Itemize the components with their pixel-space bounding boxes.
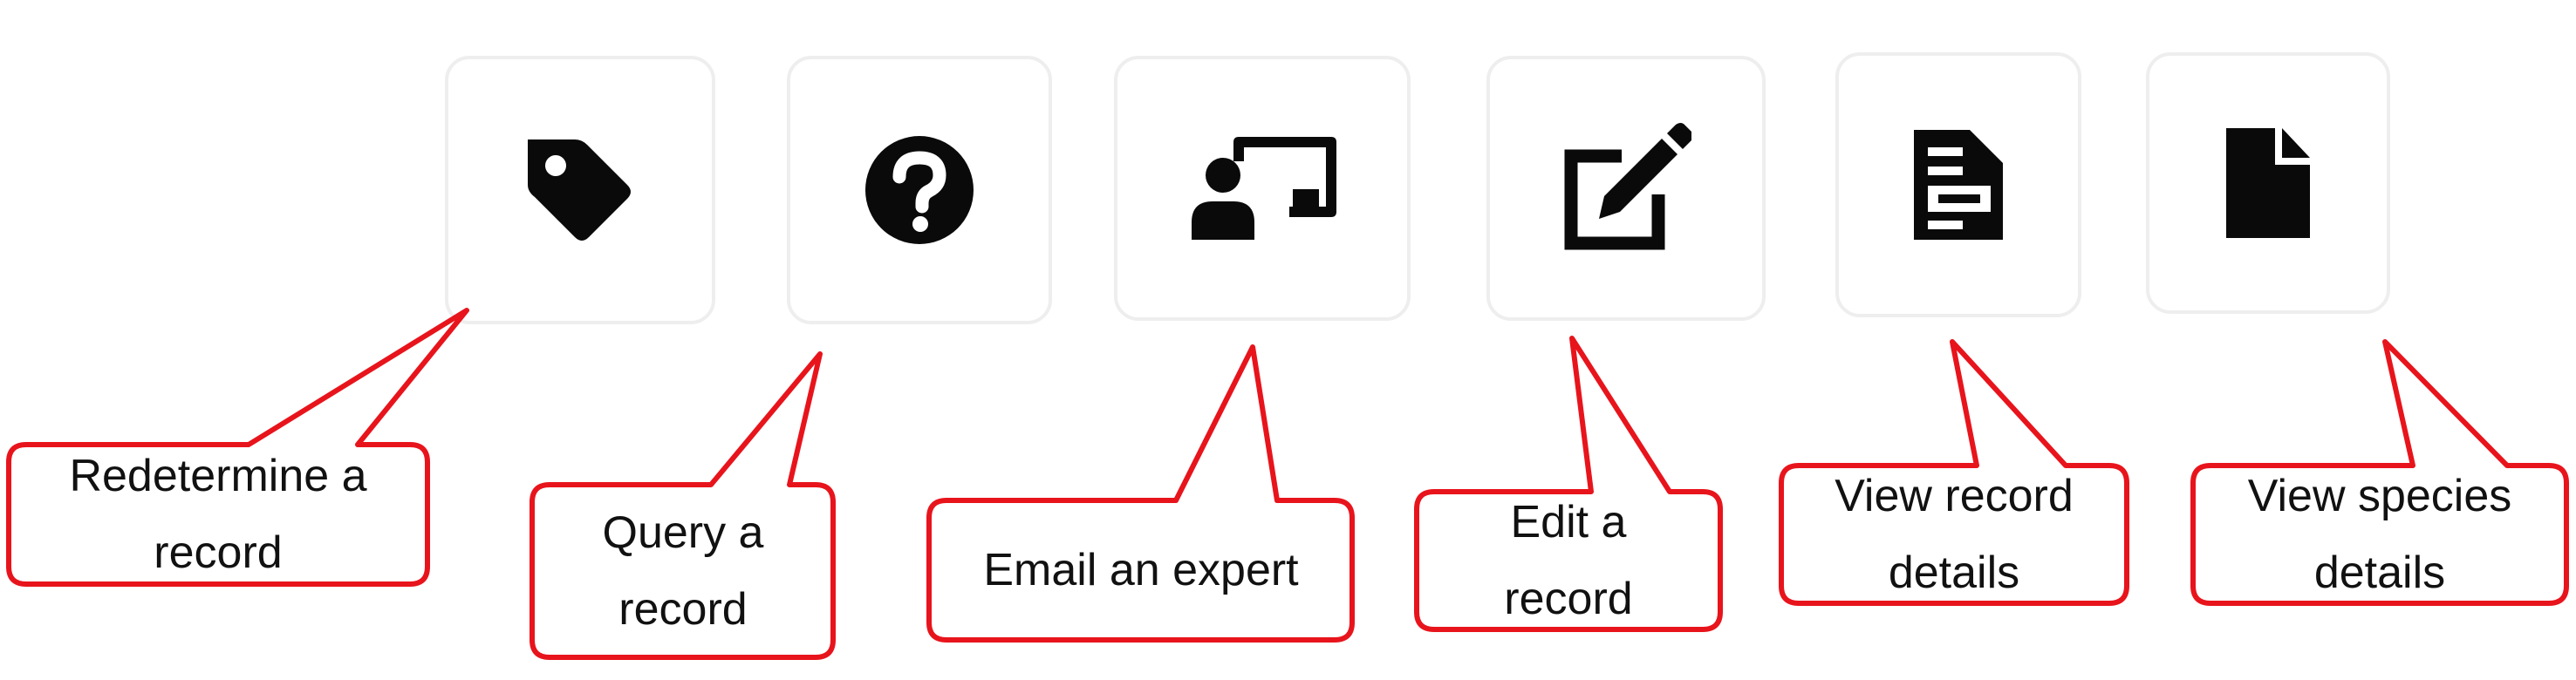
view-species-details-button[interactable] (2146, 52, 2390, 314)
edit-record-button[interactable] (1486, 56, 1766, 321)
email-expert-button[interactable] (1114, 56, 1411, 321)
tag-icon (528, 139, 631, 241)
edit-square-icon (1564, 123, 1691, 250)
callout-label-redetermine: Redetermine a record (69, 450, 367, 578)
view-record-details-button[interactable] (1835, 52, 2081, 317)
chalkboard-user-icon (1192, 137, 1336, 240)
callout-label-view-record: View record details (1835, 470, 2074, 598)
callout-label-email-expert: Email an expert (983, 544, 1299, 595)
question-circle-icon (865, 136, 974, 244)
record-document-icon (1914, 130, 2003, 240)
callout-label-edit: Edit a record (1504, 496, 1633, 624)
file-icon (2226, 128, 2310, 238)
callout-label-query: Query a record (602, 507, 764, 635)
redetermine-record-button[interactable] (445, 56, 715, 324)
callout-label-view-species: View species details (2247, 470, 2512, 598)
query-record-button[interactable] (787, 56, 1052, 324)
